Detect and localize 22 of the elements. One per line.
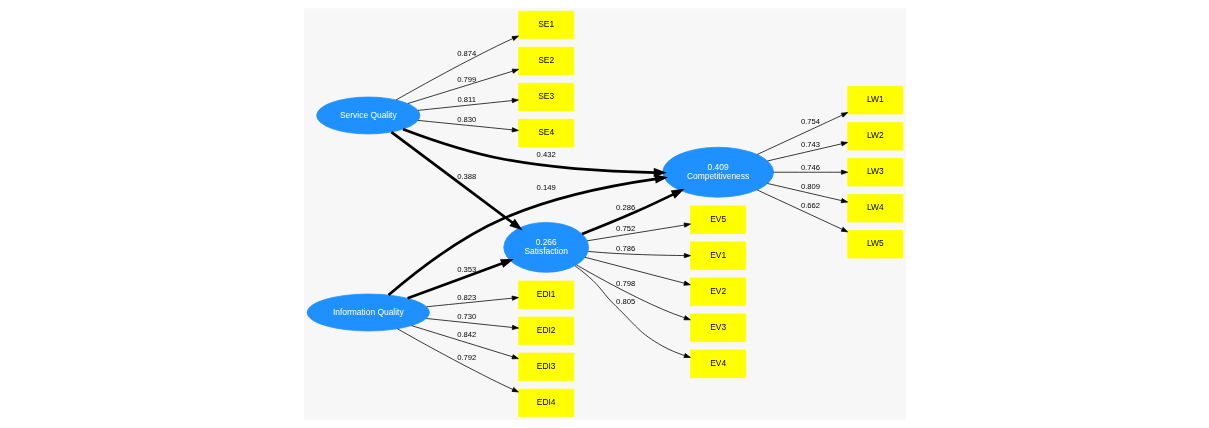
edge-label: 0.811 xyxy=(456,95,476,105)
edge-label: 0.353 xyxy=(456,264,476,274)
edge-label: 0.799 xyxy=(456,74,476,84)
edge-label: 0.730 xyxy=(456,312,476,322)
edge-label: 0.792 xyxy=(456,353,476,363)
edge-label: 0.874 xyxy=(456,48,476,58)
edge-label: 0.805 xyxy=(615,297,635,307)
edge-label: 0.752 xyxy=(615,224,635,234)
edge-label: 0.743 xyxy=(800,139,820,149)
edge-label: 0.823 xyxy=(456,293,476,303)
edge-label: 0.754 xyxy=(800,116,820,126)
edge-label: 0.388 xyxy=(456,172,476,182)
edge-label: 0.746 xyxy=(800,162,820,172)
edge-label: 0.798 xyxy=(615,278,635,288)
edge-label: 0.842 xyxy=(456,330,476,340)
edge-label: 0.809 xyxy=(800,182,820,192)
edge-label: 0.432 xyxy=(536,149,556,159)
edge-label: 0.830 xyxy=(456,115,476,125)
edge-label: 0.786 xyxy=(615,244,635,254)
edge-label: 0.286 xyxy=(615,202,635,212)
edge-label: 0.149 xyxy=(536,182,556,192)
edge-label: 0.662 xyxy=(800,201,820,211)
